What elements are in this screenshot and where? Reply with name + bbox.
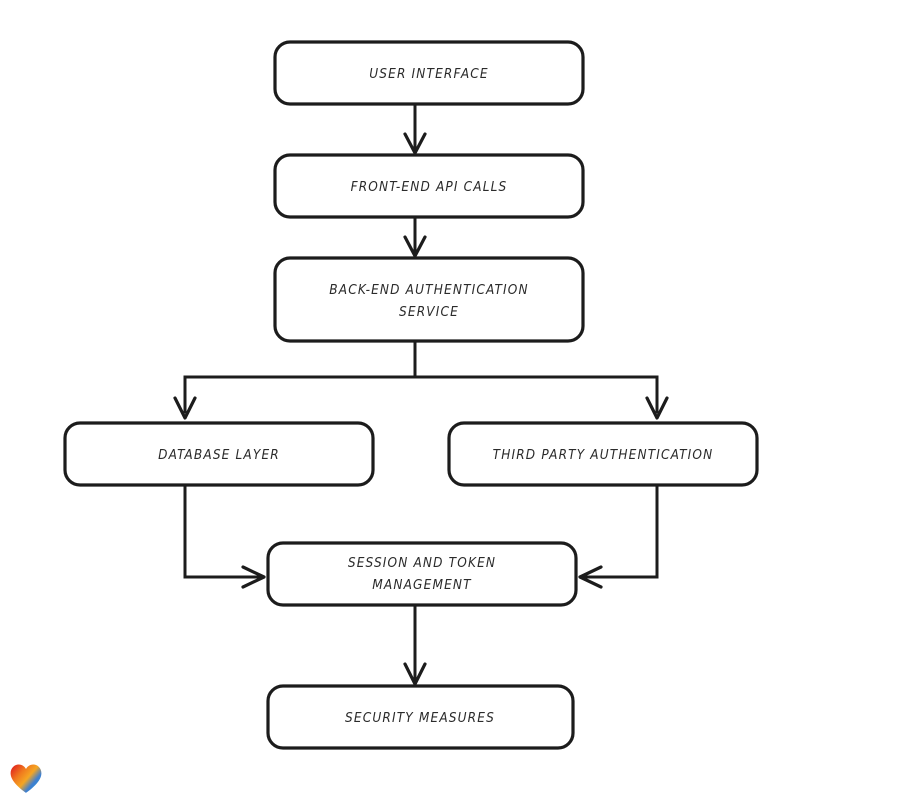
session-and-token-management-box[interactable] — [266, 541, 578, 607]
third-party-authentication-label: THIRD PARTY AUTHENTICATION — [493, 447, 714, 463]
back-end-authentication-service-box[interactable] — [273, 256, 585, 343]
node-front-end-api-calls[interactable]: FRONT-END API CALLS — [273, 153, 585, 219]
edge-backend-split — [173, 339, 669, 420]
user-interface-label: USER INTERFACE — [369, 66, 489, 82]
edge-session-to-security — [403, 603, 427, 686]
user-interface-box[interactable] — [273, 40, 585, 106]
node-back-end-authentication-service[interactable]: BACK-END AUTHENTICATION SERVICE — [273, 256, 585, 343]
edge-ui-to-api — [403, 102, 427, 155]
session-and-token-management-label-line2: MANAGEMENT — [372, 577, 472, 593]
front-end-api-calls-label: FRONT-END API CALLS — [351, 179, 508, 195]
edge-database-to-session — [183, 483, 266, 589]
node-security-measures[interactable]: SECURITY MEASURES — [266, 684, 575, 750]
session-and-token-management-label-line1: SESSION AND TOKEN — [348, 555, 496, 571]
node-user-interface[interactable]: USER INTERFACE — [273, 40, 585, 106]
database-layer-box[interactable] — [63, 421, 375, 487]
back-end-authentication-service-label-line1: BACK-END AUTHENTICATION — [329, 282, 528, 298]
edge-api-to-backend — [403, 215, 427, 258]
database-layer-label: DATABASE LAYER — [158, 447, 280, 463]
node-database-layer[interactable]: DATABASE LAYER — [63, 421, 375, 487]
third-party-authentication-box[interactable] — [447, 421, 759, 487]
heart-icon-glyph — [10, 764, 42, 793]
edge-thirdparty-to-session — [578, 483, 659, 589]
node-session-and-token-management[interactable]: SESSION AND TOKEN MANAGEMENT — [266, 541, 578, 607]
security-measures-label: SECURITY MEASURES — [345, 710, 495, 726]
front-end-api-calls-box[interactable] — [273, 153, 585, 219]
node-third-party-authentication[interactable]: THIRD PARTY AUTHENTICATION — [447, 421, 759, 487]
heart-icon — [9, 762, 43, 795]
security-measures-box[interactable] — [266, 684, 575, 750]
back-end-authentication-service-label-line2: SERVICE — [399, 304, 459, 320]
